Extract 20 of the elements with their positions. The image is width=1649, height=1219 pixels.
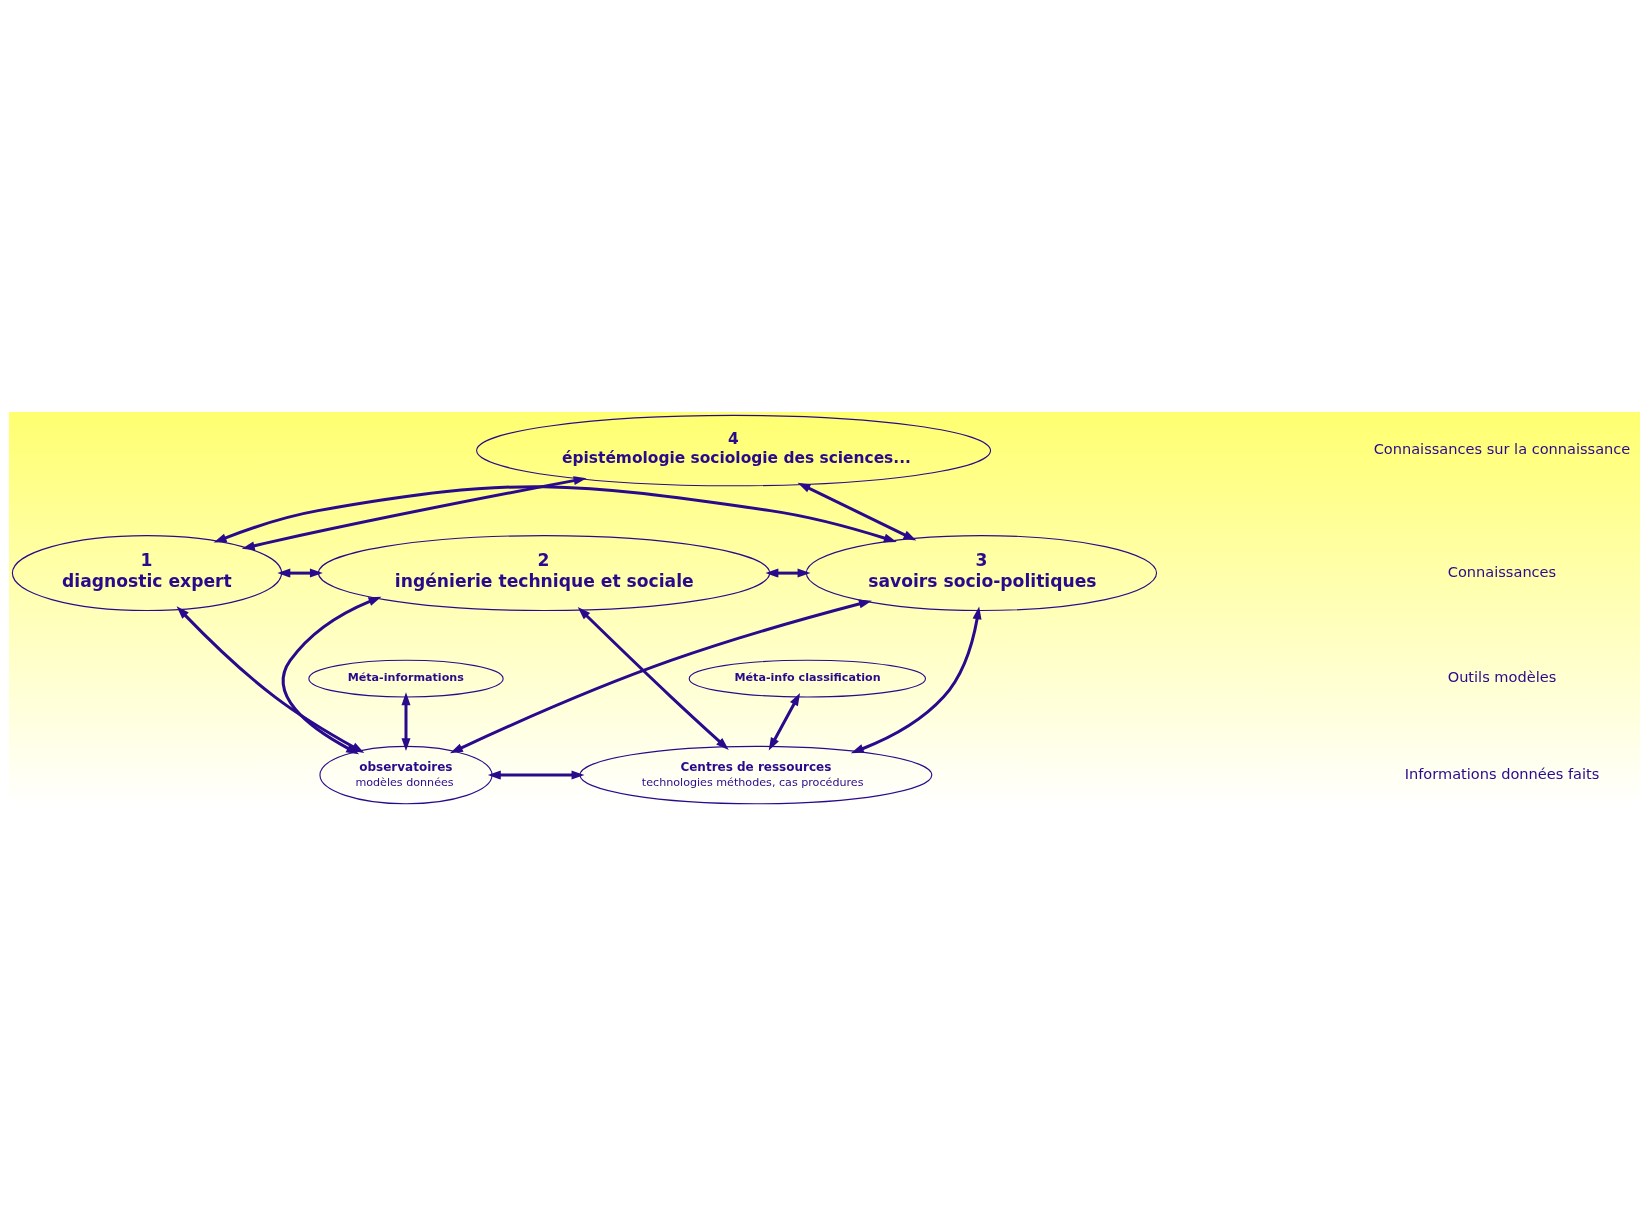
label: Connaissances sur la connaissance [1373, 440, 1631, 458]
arrow [577, 607, 729, 750]
arrow [401, 692, 411, 752]
arrow [213, 485, 897, 543]
arrow [281, 596, 382, 755]
arrow [765, 568, 811, 578]
arrow [241, 476, 587, 551]
arrow [768, 692, 801, 751]
arrow [850, 606, 982, 754]
arrow [797, 482, 917, 541]
node-ellipse: Méta-info classification [688, 659, 927, 698]
arrow [487, 770, 585, 780]
node-ellipse: Méta-informations [308, 659, 504, 698]
label: Informations données faits [1404, 764, 1600, 782]
label: Connaissances [1447, 562, 1557, 580]
arrow [449, 599, 872, 754]
arrow [277, 568, 323, 578]
node-ellipse: 2 ingénierie technique et sociale [317, 535, 771, 612]
arrow [176, 606, 365, 753]
label: Outils modèles [1447, 668, 1557, 686]
